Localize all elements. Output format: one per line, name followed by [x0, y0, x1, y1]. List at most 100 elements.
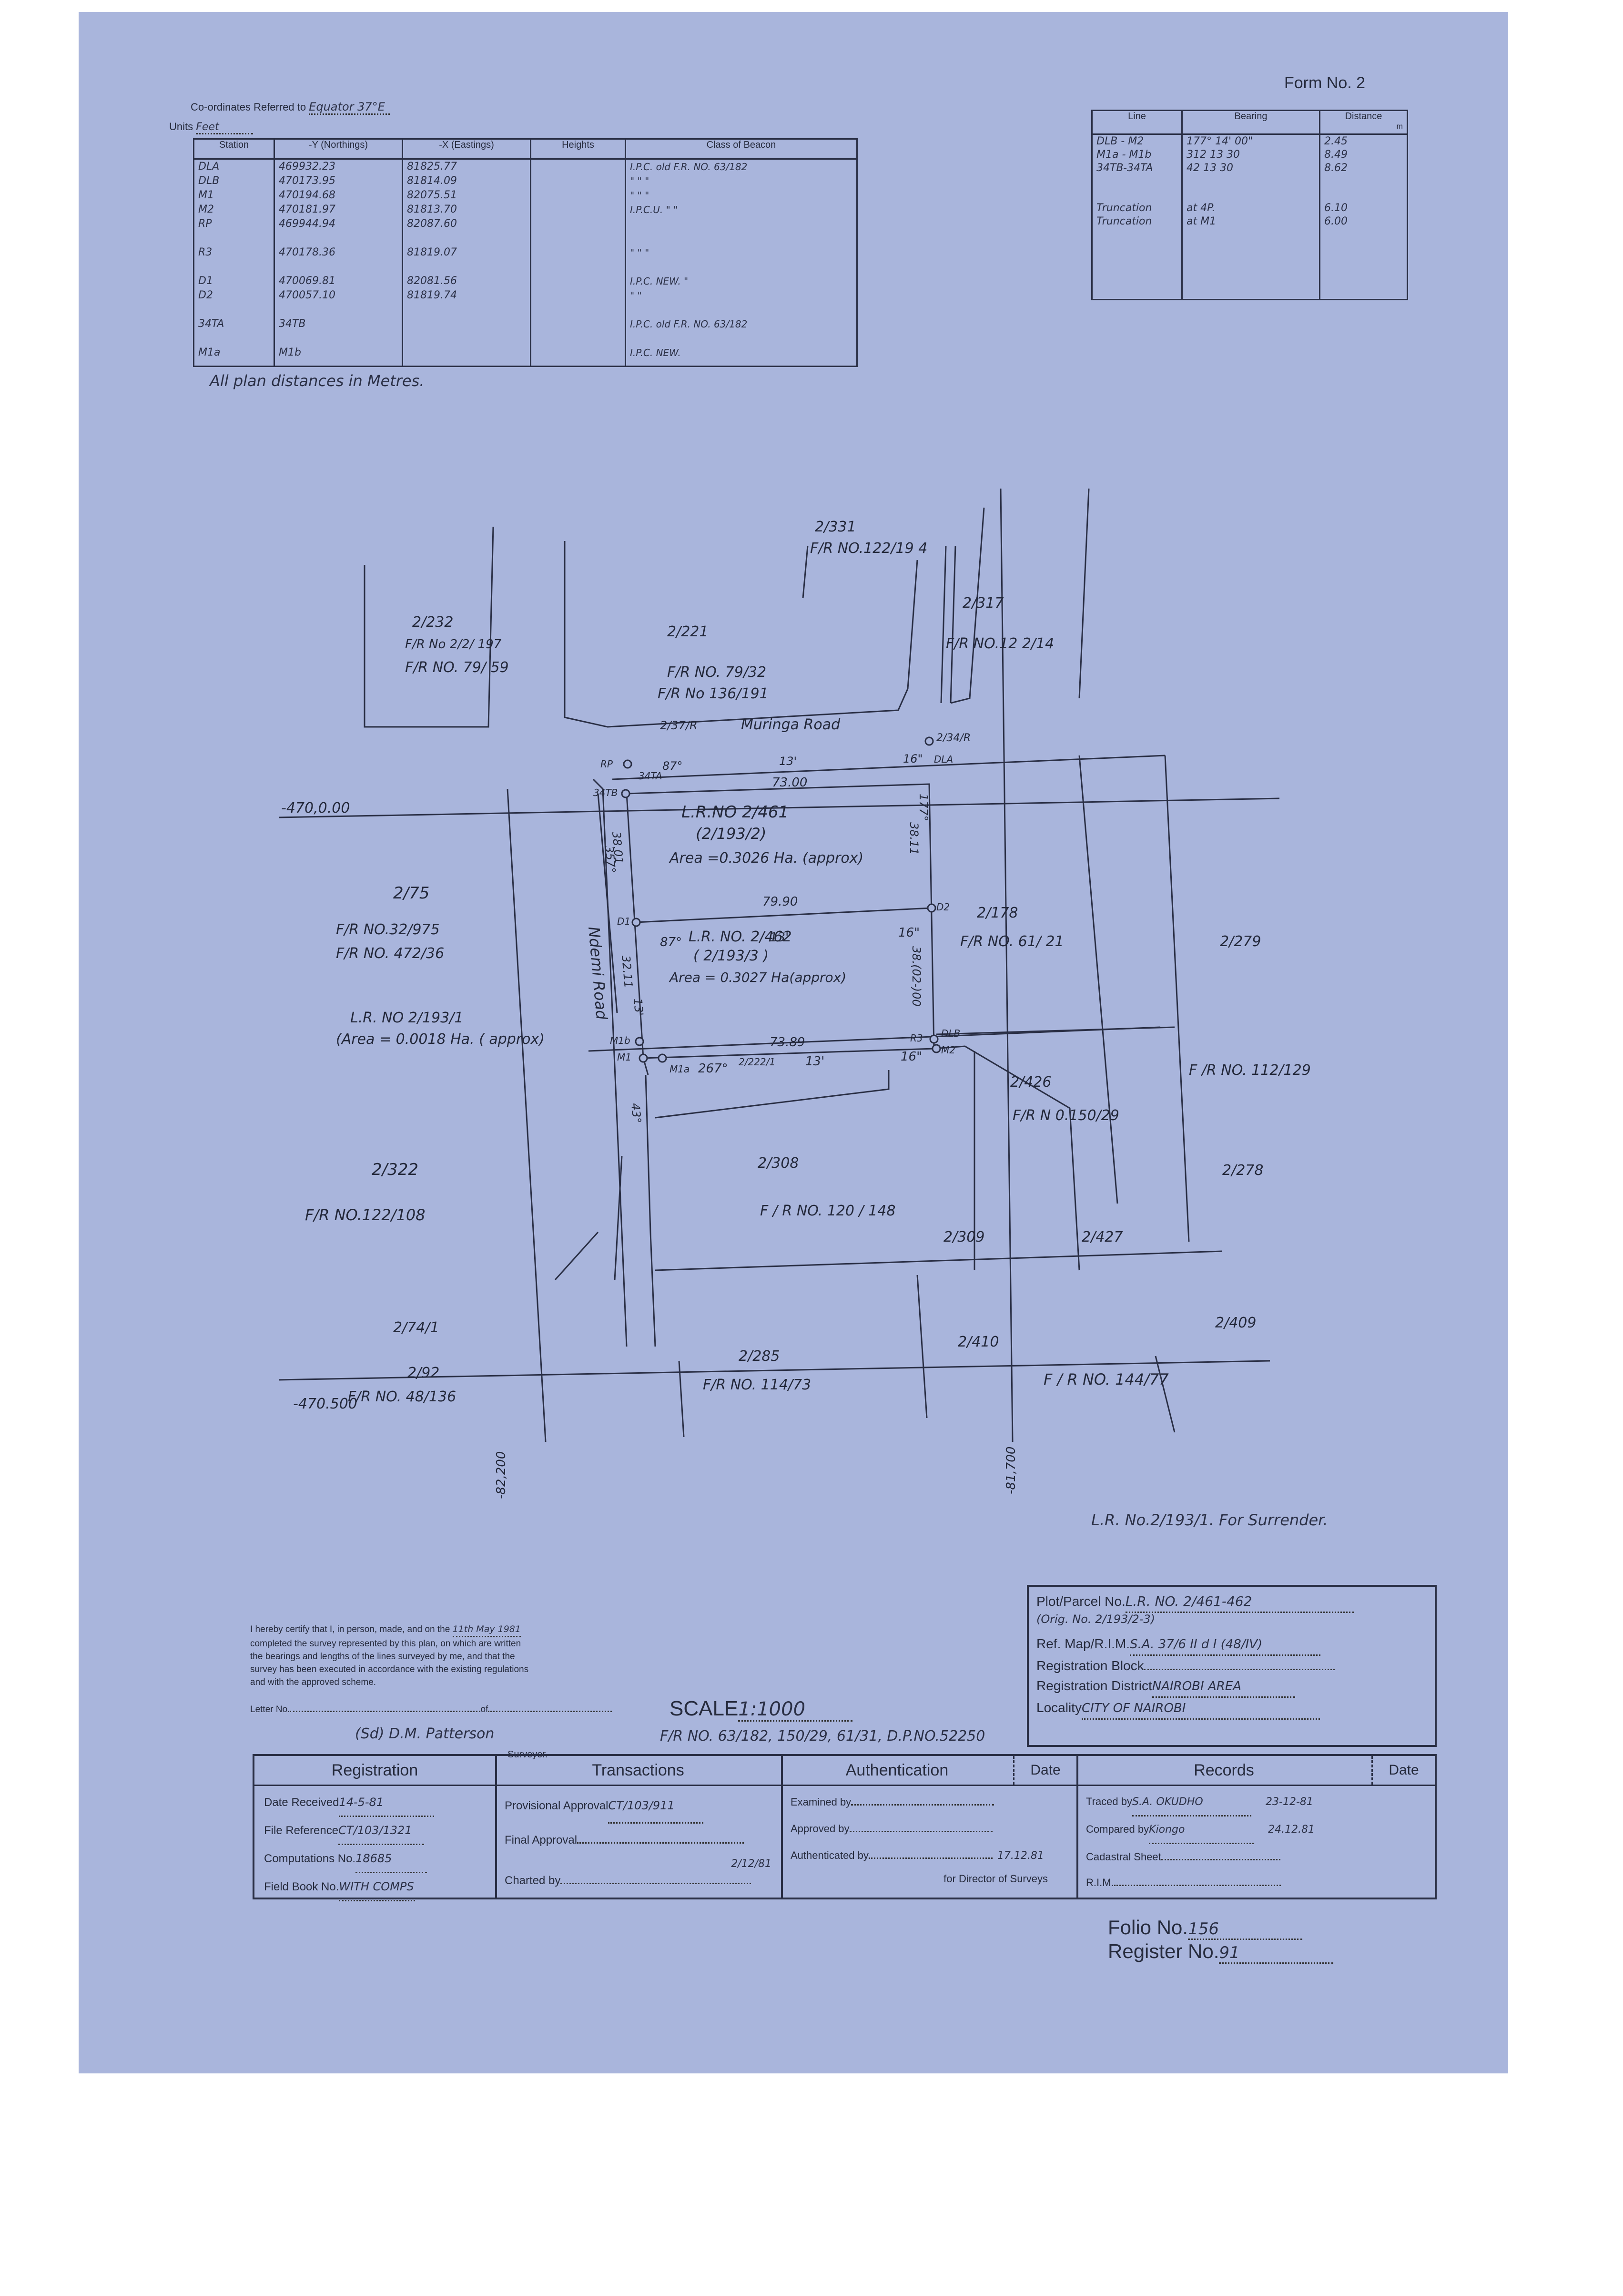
boundary-2-232	[364, 526, 494, 728]
date-received-line: Date Received14-5-81	[264, 1789, 486, 1817]
plan-linework	[278, 488, 1280, 1442]
boundary-2-178	[1078, 755, 1118, 1204]
beacon-markers	[621, 736, 941, 1063]
label-bearing-43: 43°	[629, 1102, 644, 1124]
table-row: D2	[198, 289, 213, 301]
label-2-309: 2/309	[943, 1229, 984, 1245]
label-bearing-87a: 87°	[662, 759, 683, 773]
label-2-279: 2/279	[1220, 933, 1261, 950]
label-bearing-13a: 13'	[779, 755, 797, 768]
table-cell: I.P.C. NEW. "	[630, 276, 689, 287]
ref-map-label: Ref. Map/R.I.M.	[1036, 1636, 1130, 1651]
authenticated-by-label: Authenticated by	[791, 1849, 869, 1861]
label-2-232: 2/232	[412, 614, 453, 631]
date-received-value: 14-5-81	[339, 1789, 435, 1817]
compared-by-label: Compared by	[1086, 1823, 1149, 1835]
label-2-75: 2/75	[393, 884, 429, 903]
bearings-bearing-col: 177° 14' 00" 312 13 30 42 13 30 at 4P. a…	[1181, 133, 1320, 300]
coords-units-label: Units	[169, 121, 193, 133]
registration-block-line: Registration Block	[1036, 1656, 1427, 1676]
label-bearing-16b: 16"	[898, 926, 920, 940]
boundary-l-r-2-193-1	[588, 1026, 1161, 1052]
authentication-section: Authentication Date Examined by Approved…	[781, 1756, 1078, 1898]
easting-line-east	[1000, 488, 1014, 1442]
label-easting-82200: -82,200	[494, 1451, 508, 1499]
boundary-2-409	[1155, 1356, 1176, 1433]
label-bearing-13c: 13'	[805, 1054, 824, 1069]
cadastral-plan: 2/331 F/R NO.122/19 4 2/232 F/R No 2/2/ …	[278, 488, 1311, 1499]
label-station-dla: DLA	[934, 754, 953, 765]
coords-station-col: DLA DLB M1 M2 RP R3 D1 D2 34TA M1a	[193, 158, 275, 367]
label-lr-2-462: L.R. NO. 2/462	[689, 929, 792, 945]
table-cell: at 4P.	[1187, 202, 1216, 214]
label-2-322: 2/322	[372, 1160, 418, 1179]
table-cell: 81819.07	[407, 246, 457, 258]
label-lr-2-193-1: L.R. NO 2/193/1	[350, 1010, 463, 1026]
table-cell: I.P.C. old F.R. NO. 63/182	[630, 318, 748, 330]
registration-fields: Date Received14-5-81 File ReferenceCT/10…	[254, 1786, 495, 1904]
boundary-2-285-north	[655, 1250, 1223, 1271]
label-2-222-1: 2/222/1	[739, 1056, 775, 1068]
label-fr-472-36: F/R NO. 472/36	[336, 945, 444, 962]
table-row: DLB - M2	[1096, 135, 1144, 147]
letter-no-label: Letter No.	[250, 1704, 290, 1714]
coordinates-table: Station -Y (Northings) -X (Eastings) Hei…	[193, 138, 858, 367]
certification-text-3: the bearings and lengths of the lines su…	[250, 1652, 515, 1662]
beacon-d2	[927, 903, 936, 913]
boundary-2-322	[614, 1155, 623, 1280]
coords-referred-label: Co-ordinates Referred to	[191, 101, 306, 113]
file-reference-line: File ReferenceCT/103/1321	[264, 1817, 486, 1845]
bearings-header-line: Line	[1091, 110, 1183, 135]
beacon-dla	[924, 736, 934, 746]
authentication-title: Authentication	[845, 1761, 949, 1779]
label-2-317: 2/317	[963, 595, 1004, 612]
table-cell: " " "	[630, 247, 649, 258]
table-cell: " " "	[630, 190, 649, 201]
coords-referred: Co-ordinates Referred to Equator 37°E	[191, 100, 390, 115]
label-bearing-357: 357°	[602, 845, 618, 874]
label-bearing-16c: 16"	[901, 1050, 922, 1064]
beacon-m2	[932, 1044, 941, 1053]
label-station-rp: RP	[600, 758, 613, 770]
label-fr-61-21: F/R NO. 61/ 21	[960, 933, 1064, 950]
boundary-2-317-east	[1078, 488, 1090, 699]
registration-title: Registration	[254, 1756, 495, 1786]
ndemi-road-east	[645, 1074, 656, 1347]
label-2-278: 2/278	[1222, 1162, 1263, 1179]
label-station-m1: M1	[617, 1051, 631, 1063]
label-dist-73-89: 73.89	[770, 1035, 805, 1050]
label-fr-114-73: F/R NO. 114/73	[703, 1377, 811, 1393]
label-fr-122-14: F/R NO.122/19 4	[810, 540, 927, 557]
locality-label: Locality	[1036, 1700, 1082, 1715]
date-received-label: Date Received	[264, 1796, 339, 1809]
file-reference-value: CT/103/1321	[338, 1817, 425, 1845]
coords-units: Units Feet	[169, 121, 254, 134]
label-northing-470000: -470,0.00	[281, 800, 350, 816]
records-date-title: Date	[1371, 1756, 1435, 1785]
table-row: R3	[198, 246, 213, 258]
registry-table: Registration Date Received14-5-81 File R…	[253, 1754, 1437, 1901]
table-cell: 312 13 30	[1187, 149, 1240, 161]
label-lr-2-462-orig: ( 2/193/3 )	[693, 948, 769, 964]
table-cell: I.P.C. NEW.	[630, 347, 681, 358]
field-book-value: WITH COMPS	[339, 1873, 416, 1901]
northing-line-470000	[278, 797, 1280, 818]
certification-line-1: I hereby certify that I, in person, made…	[250, 1623, 612, 1637]
register-value: 91	[1219, 1943, 1334, 1964]
table-cell: 8.62	[1324, 162, 1348, 174]
coords-header-heights: Heights	[530, 138, 626, 160]
label-northing-470500: -470.500	[293, 1396, 357, 1412]
label-fr-48-136: F/R NO. 48/136	[348, 1388, 456, 1405]
label-station-d2: D2	[936, 901, 950, 913]
boundary-2-308	[655, 1070, 890, 1119]
table-cell: 82075.51	[407, 189, 457, 201]
cadastral-sheet-line: Cadastral Sheet	[1086, 1844, 1425, 1870]
table-cell: 82087.60	[407, 218, 457, 230]
traced-by-value: S.A. OKUDHO	[1132, 1789, 1252, 1816]
table-cell: 81813.70	[407, 204, 457, 215]
table-cell: 81819.74	[407, 289, 457, 301]
label-2-285: 2/285	[739, 1348, 780, 1365]
table-cell: 470178.36	[279, 246, 335, 258]
